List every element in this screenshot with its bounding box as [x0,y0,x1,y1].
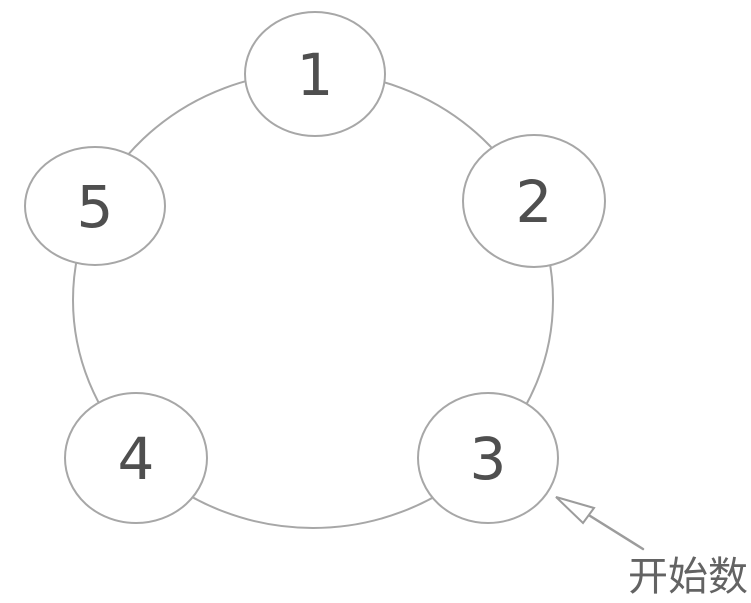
annotation-arrow-shaft [585,512,645,551]
node-circle-2 [462,134,606,268]
annotation-arrow-head-icon [555,496,596,525]
node-label-2: 2 [516,168,553,236]
node-circle-1 [244,11,386,137]
start-counting-label: 开始数 [628,554,748,600]
node-label-5: 5 [77,173,114,241]
node-circle-5 [24,146,166,266]
node-label-1: 1 [297,41,334,109]
node-label-4: 4 [118,425,155,493]
node-circle-4 [64,392,208,524]
node-label-3: 3 [470,425,507,493]
node-circle-3 [417,392,559,524]
